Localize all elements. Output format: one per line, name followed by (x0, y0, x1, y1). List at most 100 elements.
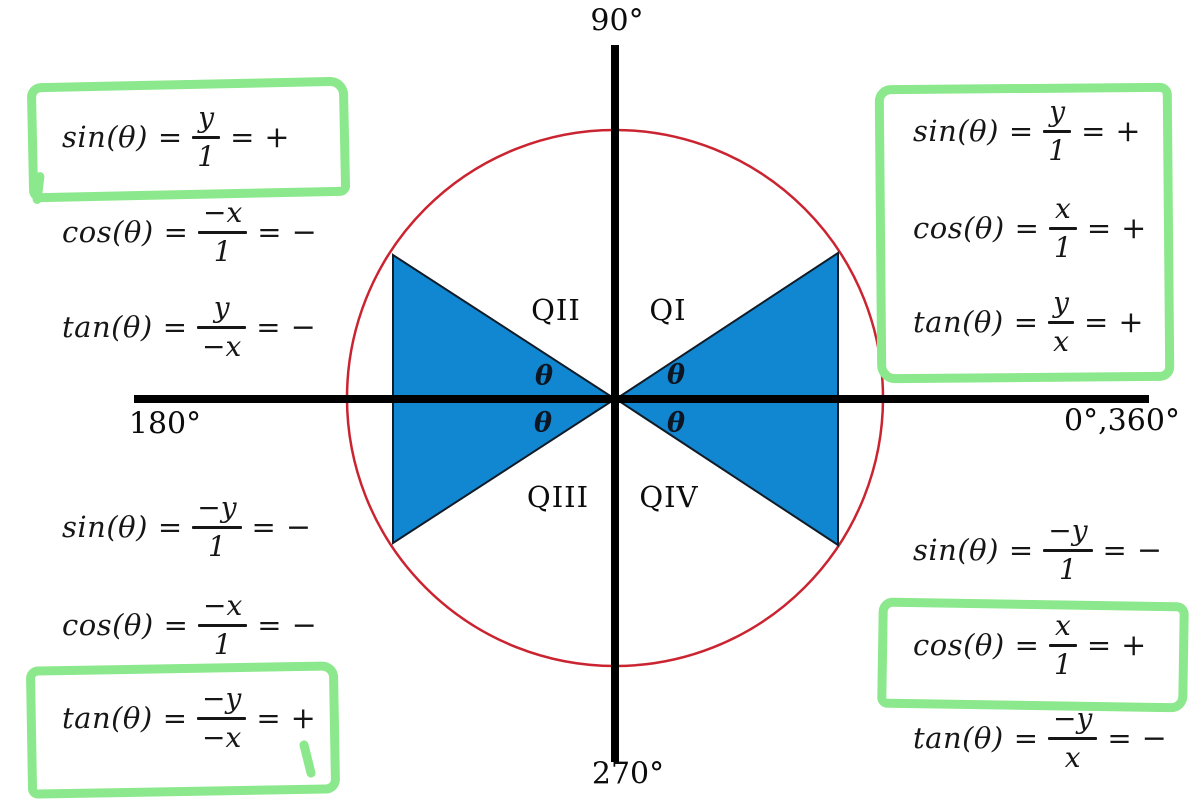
fraction-numerator: −x (202, 195, 243, 229)
fraction-denominator: 1 (1058, 552, 1077, 586)
formula-q3-tan: tan(θ) = −y −x = + (62, 676, 316, 760)
fraction: −y −x (197, 681, 247, 754)
fraction-numerator: −y (202, 681, 242, 715)
sign-value: + (1115, 113, 1141, 149)
theta-label-q3: θ (533, 407, 553, 439)
function-name: cos(θ) (62, 215, 154, 249)
theta-label-q1: θ (666, 359, 686, 391)
fraction-bar (1043, 548, 1093, 552)
equals-sign: = (257, 608, 282, 642)
angle-label-180: 180° (128, 406, 202, 442)
fraction-denominator: −x (202, 329, 242, 363)
fraction-bar (197, 623, 248, 627)
angle-label-270: 270° (591, 756, 665, 792)
reference-triangle-q3 (392, 398, 619, 545)
fraction-bar (197, 325, 247, 329)
fraction-numerator: −y (197, 490, 237, 524)
function-name: tan(θ) (913, 305, 1004, 339)
quadrant-label-q2: QII (531, 293, 581, 327)
fraction-numerator: x (1055, 608, 1071, 642)
sign-value: − (291, 214, 317, 250)
fraction-bar (1048, 643, 1077, 647)
fraction: −y 1 (1043, 513, 1093, 586)
sign-value: + (1118, 304, 1144, 340)
function-name: tan(θ) (62, 701, 153, 735)
fraction-bar (197, 230, 248, 234)
formula-q2-tan: tan(θ) = y−x = − (62, 285, 316, 369)
fraction-denominator: x (1053, 324, 1069, 358)
equals-sign: = (230, 120, 255, 154)
quadrant-label-q4: QIV (639, 480, 699, 514)
equals-sign: = (1086, 628, 1112, 662)
function-name: sin(θ) (913, 533, 999, 567)
equals-sign: = (157, 120, 183, 154)
fraction-numerator: y (213, 290, 230, 324)
function-name: sin(θ) (62, 510, 148, 544)
reference-triangle-q2 (392, 253, 619, 400)
sign-value: − (1136, 532, 1162, 568)
quadrant-label-q3: QIII (526, 480, 590, 514)
fraction-bar (1043, 129, 1072, 133)
equals-sign: = (1102, 533, 1127, 567)
fraction-bar (1048, 226, 1077, 230)
quadrant-label-q1: QI (649, 293, 687, 327)
fraction-numerator: −y (1053, 701, 1093, 735)
fraction-bar (192, 525, 242, 529)
equals-sign: = (1014, 628, 1039, 662)
equals-sign: = (163, 215, 188, 249)
equals-sign: = (1086, 211, 1112, 245)
sign-value: + (1121, 210, 1147, 246)
theta-label-q2: θ (534, 360, 554, 392)
function-name: sin(θ) (62, 120, 148, 154)
function-name: cos(θ) (62, 608, 154, 642)
theta-label-q4: θ (666, 407, 686, 439)
fraction-bar (1048, 736, 1098, 740)
fraction-denominator: 1 (1053, 647, 1072, 681)
equals-sign: = (163, 608, 188, 642)
fraction-denominator: −x (202, 720, 242, 754)
equals-sign: = (256, 701, 281, 735)
equals-sign: = (257, 215, 282, 249)
equals-sign: = (1084, 305, 1109, 339)
sign-value: − (290, 309, 316, 345)
sign-value: + (264, 119, 290, 155)
equals-sign: = (1107, 721, 1132, 755)
reference-triangle-q4 (612, 398, 839, 547)
fraction-bar (1048, 320, 1075, 324)
equals-sign: = (162, 701, 188, 735)
fraction-bar (197, 716, 247, 720)
equals-sign: = (1013, 721, 1039, 755)
function-name: tan(θ) (913, 721, 1004, 755)
fraction-numerator: −y (1048, 513, 1088, 547)
sign-value: − (285, 509, 311, 545)
sign-value: + (290, 700, 316, 736)
function-name: cos(θ) (913, 211, 1005, 245)
equals-sign: = (1081, 114, 1106, 148)
function-name: cos(θ) (913, 628, 1005, 662)
function-name: tan(θ) (62, 310, 153, 344)
fraction-numerator: y (1049, 94, 1066, 128)
equals-sign: = (1008, 114, 1034, 148)
fraction-denominator: 1 (1053, 230, 1072, 264)
fraction-numerator: −x (202, 588, 243, 622)
equals-sign: = (157, 510, 183, 544)
angle-label-0-360: 0°,360° (1064, 403, 1180, 439)
fraction-numerator: x (1055, 191, 1071, 225)
fraction-numerator: y (198, 100, 215, 134)
